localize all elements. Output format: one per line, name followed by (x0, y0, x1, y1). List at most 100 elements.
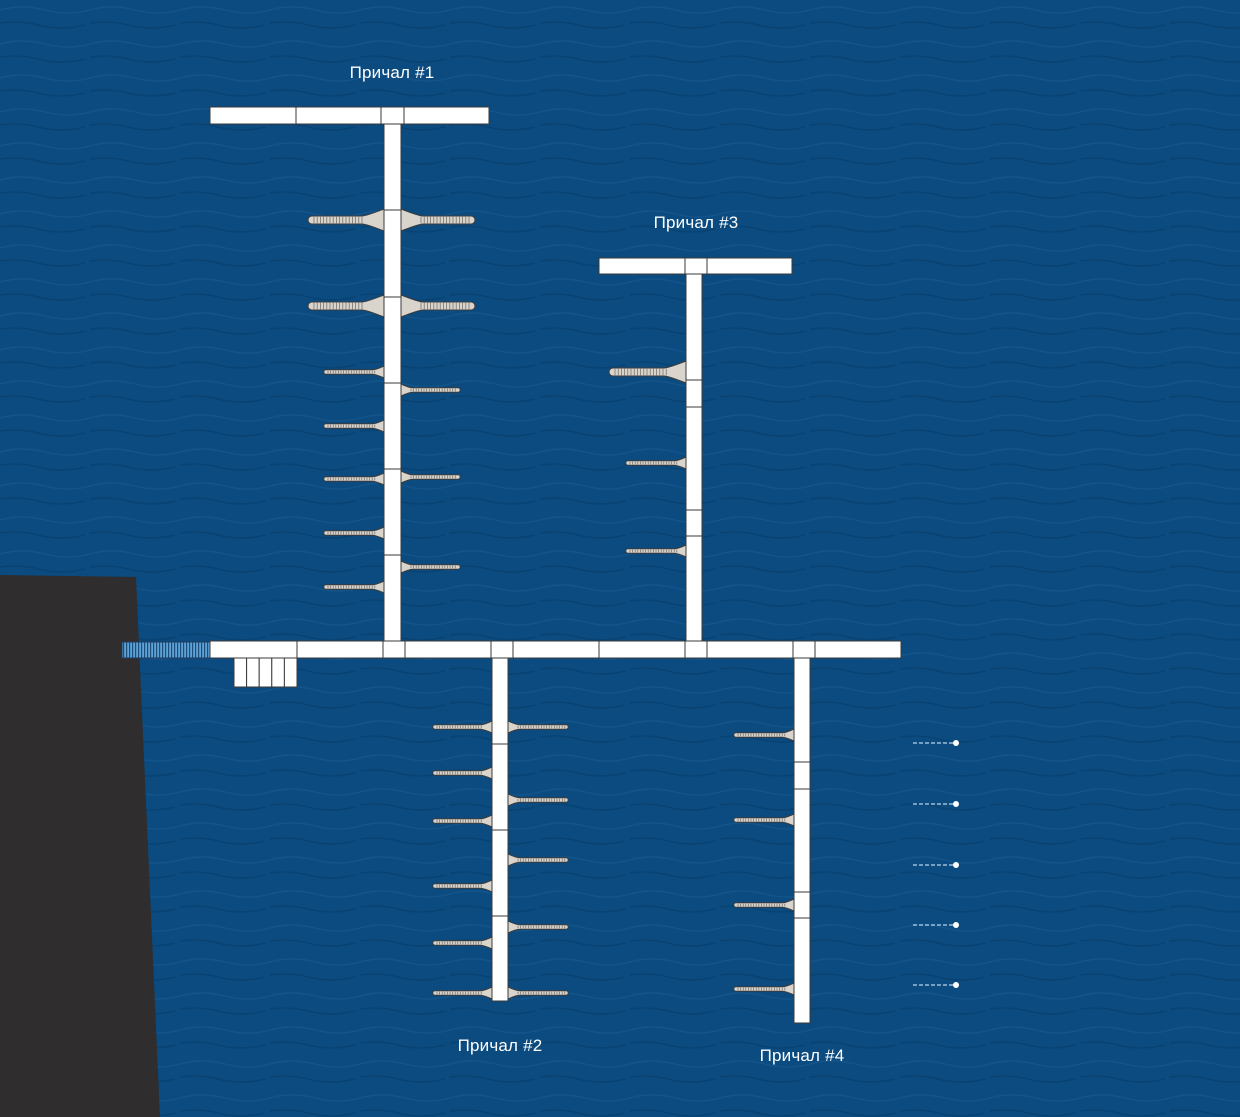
finger-body (432, 986, 493, 1000)
finger-body (507, 853, 569, 867)
main-pier-segment (814, 640, 902, 659)
pier-4-stem-segment (793, 891, 811, 919)
pier-4-stem-segment (793, 917, 811, 1024)
finger-mooring (432, 766, 493, 780)
pier-1-stem-segment (383, 209, 402, 298)
pier-3-stem-segment (685, 509, 703, 537)
pier-1-stem-segment (383, 123, 402, 211)
pier-2-stem-segment (491, 743, 509, 831)
finger-mooring (507, 986, 569, 1000)
mooring-buoy (913, 982, 959, 988)
finger-body (432, 814, 493, 828)
finger-mooring (507, 920, 569, 934)
pontoon-segment (258, 657, 273, 688)
pier-2-label: Причал #2 (457, 1036, 543, 1055)
pier-3-head-segment (684, 257, 708, 275)
finger-mooring (733, 898, 795, 912)
buoy-icon (953, 740, 959, 746)
main-pier-segment (684, 640, 708, 659)
finger-mooring (733, 813, 795, 827)
finger-mooring (432, 879, 493, 893)
pier-1-stem-segment (383, 554, 402, 642)
finger-mooring (323, 580, 385, 594)
pier-1-head-segment (209, 106, 297, 125)
finger-body (507, 986, 569, 1000)
pier-4-stem-segment (793, 761, 811, 790)
finger-body (400, 470, 461, 484)
main-pier-segment (706, 640, 794, 659)
buoy-icon (953, 982, 959, 988)
pier-1-label: Причал #1 (349, 63, 435, 82)
finger-body (400, 383, 461, 397)
pier-3-head-segment (598, 257, 686, 275)
pier-1-head-segment (295, 106, 382, 125)
main-pier-segment (296, 640, 384, 659)
finger-body (432, 936, 493, 950)
pontoon-segment (271, 657, 285, 688)
finger-body (432, 879, 493, 893)
pier-3-stem-segment (685, 406, 703, 511)
main-pier-segment (512, 640, 600, 659)
finger-body (400, 208, 476, 232)
pontoon-segment (246, 657, 260, 688)
finger-mooring (733, 982, 795, 996)
finger-mooring (432, 936, 493, 950)
pier-2-stem-segment (491, 657, 509, 745)
main-pier-segment (382, 640, 406, 659)
pier-3-stem-segment (685, 379, 703, 408)
pier-4-stem-segment (793, 788, 811, 893)
finger-mooring (432, 986, 493, 1000)
finger-mooring (608, 360, 687, 384)
pier-4-label: Причал #4 (759, 1046, 845, 1065)
finger-mooring (400, 470, 461, 484)
main-pier-segment (209, 640, 298, 659)
finger-mooring (323, 472, 385, 486)
pier-1-stem-segment (383, 382, 402, 470)
pier-2-stem-segment (491, 829, 509, 917)
mooring-buoys (913, 740, 959, 988)
mooring-buoy (913, 862, 959, 868)
finger-moorings (307, 208, 795, 1000)
finger-mooring (625, 544, 687, 558)
finger-mooring (507, 793, 569, 807)
finger-mooring (400, 208, 476, 232)
pier-2-stem-segment (491, 915, 509, 1002)
pier-3-label: Причал #3 (653, 213, 739, 232)
pier-1-head-segment (403, 106, 490, 125)
buoy-icon (953, 862, 959, 868)
finger-body (507, 920, 569, 934)
pier-4-stem-segment (793, 657, 811, 763)
finger-body (400, 294, 476, 318)
main-pier-segment (598, 640, 686, 659)
finger-mooring (507, 720, 569, 734)
mooring-buoy (913, 922, 959, 928)
buoy-icon (953, 801, 959, 807)
finger-body (507, 720, 569, 734)
finger-mooring (323, 419, 385, 433)
pier-1-stem-segment (383, 296, 402, 384)
pontoon-segment (283, 657, 298, 688)
finger-mooring (323, 526, 385, 540)
finger-mooring (400, 383, 461, 397)
finger-mooring (400, 560, 461, 574)
buoy-icon (953, 922, 959, 928)
gangway[interactable] (121, 641, 211, 659)
finger-mooring (432, 720, 493, 734)
finger-body (400, 560, 461, 574)
finger-mooring (307, 208, 385, 232)
finger-mooring (625, 456, 687, 470)
pontoon-segment (233, 657, 248, 688)
pier-1-stem-segment (383, 468, 402, 556)
finger-mooring (323, 365, 385, 379)
pier-3-stem-segment (685, 273, 703, 381)
main-pier-segment (490, 640, 514, 659)
finger-mooring (307, 294, 385, 318)
pier-1-head-segment (380, 106, 405, 125)
finger-mooring (733, 728, 795, 742)
finger-body (432, 766, 493, 780)
finger-mooring (432, 814, 493, 828)
main-pier-segment (404, 640, 492, 659)
piers (209, 106, 902, 1024)
finger-body (608, 360, 687, 384)
